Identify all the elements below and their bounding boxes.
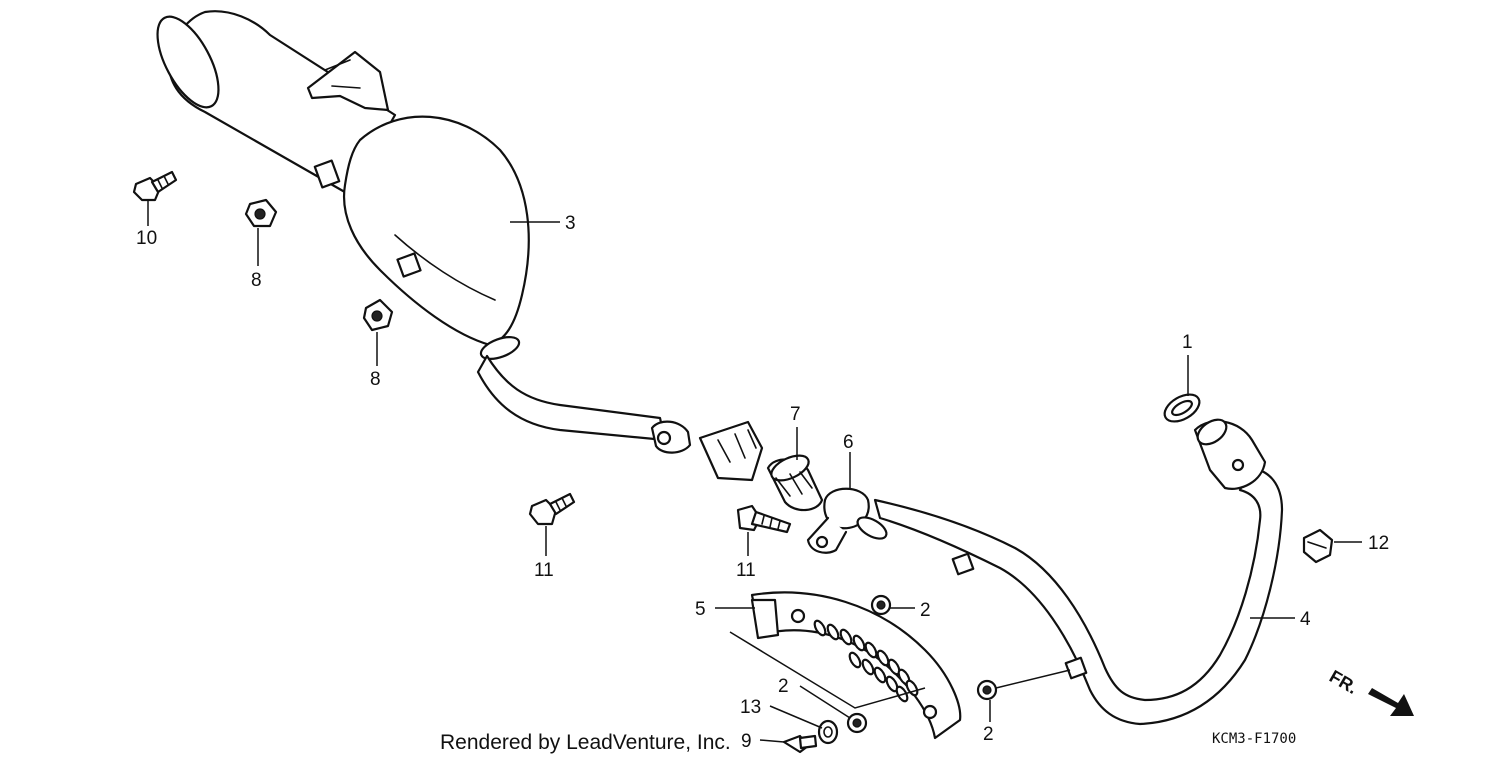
exhaust-pipe-part-4[interactable] <box>854 415 1284 726</box>
muffler-part-3[interactable] <box>145 8 764 482</box>
callout-3: 3 <box>565 213 576 234</box>
nut-part-8-lower[interactable] <box>362 298 394 332</box>
callout-2-right: 2 <box>983 724 994 745</box>
nut-part-8-upper[interactable] <box>244 198 278 228</box>
callout-7: 7 <box>790 404 801 425</box>
callout-1: 1 <box>1182 332 1193 353</box>
washer-part-2-lower[interactable] <box>846 712 868 734</box>
callout-4: 4 <box>1300 609 1311 630</box>
callout-9: 9 <box>741 731 752 752</box>
heat-protector-part-5[interactable] <box>750 591 962 740</box>
callout-11-left: 11 <box>534 560 554 581</box>
gasket-part-1[interactable] <box>1160 389 1204 427</box>
callout-12: 12 <box>1368 533 1389 554</box>
washer-part-2-upper[interactable] <box>870 594 892 616</box>
callout-13: 13 <box>740 697 761 718</box>
front-direction-indicator: FR. <box>1326 666 1414 716</box>
callout-8-upper: 8 <box>251 270 262 291</box>
bolt-part-10[interactable] <box>132 170 178 202</box>
callout-5: 5 <box>695 599 706 620</box>
callout-11-right: 11 <box>736 560 756 581</box>
credit-text: Rendered by LeadVenture, Inc. <box>440 731 731 754</box>
packing-part-7[interactable] <box>766 450 824 512</box>
bolt-part-9[interactable] <box>782 734 818 754</box>
bolt-part-11-right[interactable] <box>736 504 792 534</box>
callout-labels: 1 2 2 2 3 4 5 6 7 8 8 9 10 11 11 12 13 <box>136 213 1389 752</box>
front-label: FR. <box>1326 666 1361 698</box>
front-arrow-icon <box>1368 688 1414 716</box>
bolt-part-11-left[interactable] <box>528 492 576 526</box>
callout-10: 10 <box>136 228 157 249</box>
callout-2-upper: 2 <box>920 600 931 621</box>
washer-part-2-right[interactable] <box>976 679 998 701</box>
callout-8-lower: 8 <box>370 369 381 390</box>
cap-nut-part-12[interactable] <box>1302 528 1334 564</box>
callout-2-lower: 2 <box>778 676 789 697</box>
diagram-code: KCM3-F1700 <box>1212 731 1296 747</box>
callout-6: 6 <box>843 432 854 453</box>
leader-lines <box>147 200 1362 743</box>
washer-part-13[interactable] <box>817 719 839 745</box>
